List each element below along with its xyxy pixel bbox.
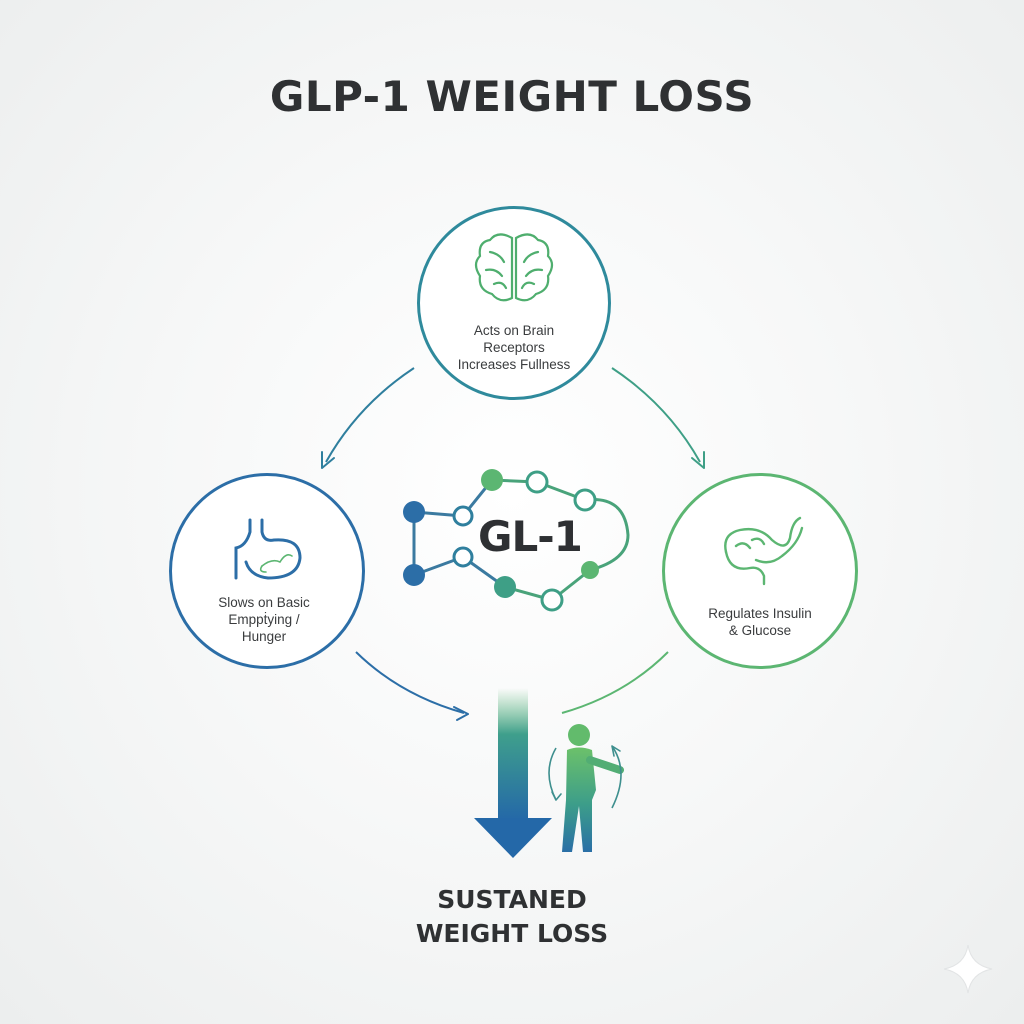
walking-person-icon [548, 724, 624, 852]
pancreas-line-2: & Glucose [728, 623, 792, 638]
outcome-line-1: SUSTANED [437, 885, 587, 914]
stomach-node-text: Slows on Basic Emppṫying / Hunger [174, 594, 354, 645]
arrow-pancreas-to-outcome [561, 651, 669, 714]
arrow-stomach-to-outcome [355, 651, 469, 721]
outcome-label: SUSTANED WEIGHT LOSS [0, 883, 1024, 951]
pancreas-line-1: Regulates Insulin [708, 606, 812, 621]
pancreas-node-text: Regulates Insulin & Glucose [670, 605, 850, 639]
brain-line-3: Increases Fullness [457, 357, 571, 372]
stomach-line-1: Slows on Basic [218, 595, 310, 610]
pancreas-node [662, 473, 858, 669]
brain-line-2: Receptors [483, 340, 545, 355]
page-title: GLP-1 WEIGHT LOSS [269, 72, 755, 121]
brain-node-text: Acts on Brain Receptors Increases Fullne… [424, 322, 604, 373]
down-arrow-icon [474, 688, 552, 858]
molecule-chain-icon [403, 469, 630, 612]
arrow-brain-to-stomach [321, 367, 415, 469]
center-label: GL-1 [478, 512, 583, 561]
stomach-line-3: Hunger [241, 629, 287, 644]
outcome-line-2: WEIGHT LOSS [415, 919, 609, 948]
sparkle-icon [943, 944, 993, 994]
arrow-brain-to-pancreas [611, 367, 705, 469]
stomach-line-2: Emppṫying / [228, 612, 300, 627]
brain-line-1: Acts on Brain [473, 323, 555, 338]
brain-node [417, 206, 611, 400]
